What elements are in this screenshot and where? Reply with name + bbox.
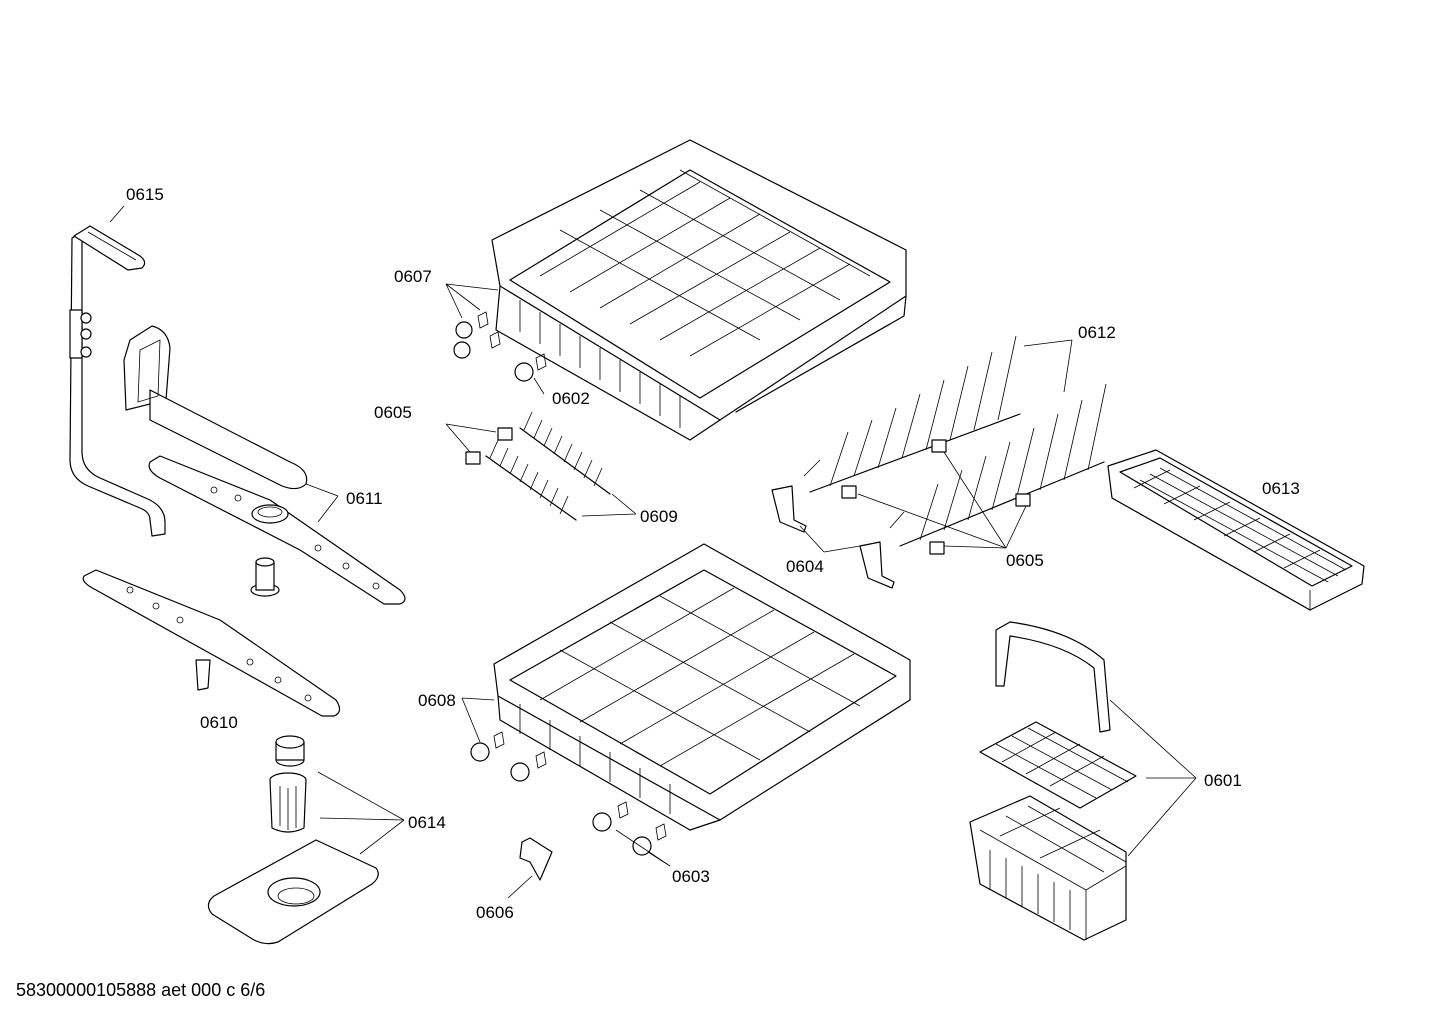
part-clips: [771, 485, 895, 589]
document-code: 58300000105888 aet 000 c 6/6: [16, 980, 266, 1000]
part-lower-spray-arm: [82, 569, 341, 717]
part-tine-rows-left: [465, 411, 611, 521]
callout-0601: 0601: [1204, 771, 1242, 790]
callout-0611: 0611: [346, 489, 383, 508]
callout-0615: 0615: [126, 185, 164, 204]
callout-0607: 0607: [394, 267, 432, 286]
leader-lines: [109, 205, 1197, 899]
callout-0614: 0614: [408, 813, 446, 832]
part-cutlery-basket: [969, 621, 1137, 941]
callout-0609: 0609: [640, 507, 678, 526]
part-supply-tube: [69, 225, 166, 537]
callout-labels: 0615 0607 0602 0605 0611 0609 0612 0613 …: [126, 185, 1300, 922]
part-spray-hub: [250, 557, 280, 597]
callout-0612: 0612: [1078, 323, 1116, 342]
callout-0608: 0608: [418, 691, 456, 710]
callout-0604: 0604: [786, 557, 824, 576]
callout-0613: 0613: [1262, 479, 1300, 498]
callout-0605-left: 0605: [374, 403, 412, 422]
callout-0605-right: 0605: [1006, 551, 1044, 570]
part-upper-basket: [453, 139, 907, 441]
callout-0610: 0610: [200, 713, 238, 732]
part-filter-set: [207, 735, 379, 945]
part-tine-rows-right: [803, 335, 1107, 555]
part-cutlery-tray: [1107, 449, 1365, 611]
part-upper-spray-arm: [148, 455, 406, 605]
callout-0603: 0603: [672, 867, 710, 886]
part-lower-basket: [470, 543, 911, 856]
callout-0606: 0606: [476, 903, 514, 922]
callout-0602: 0602: [552, 389, 590, 408]
part-small-bracket: [519, 837, 553, 881]
part-arm-tube: [123, 325, 308, 490]
